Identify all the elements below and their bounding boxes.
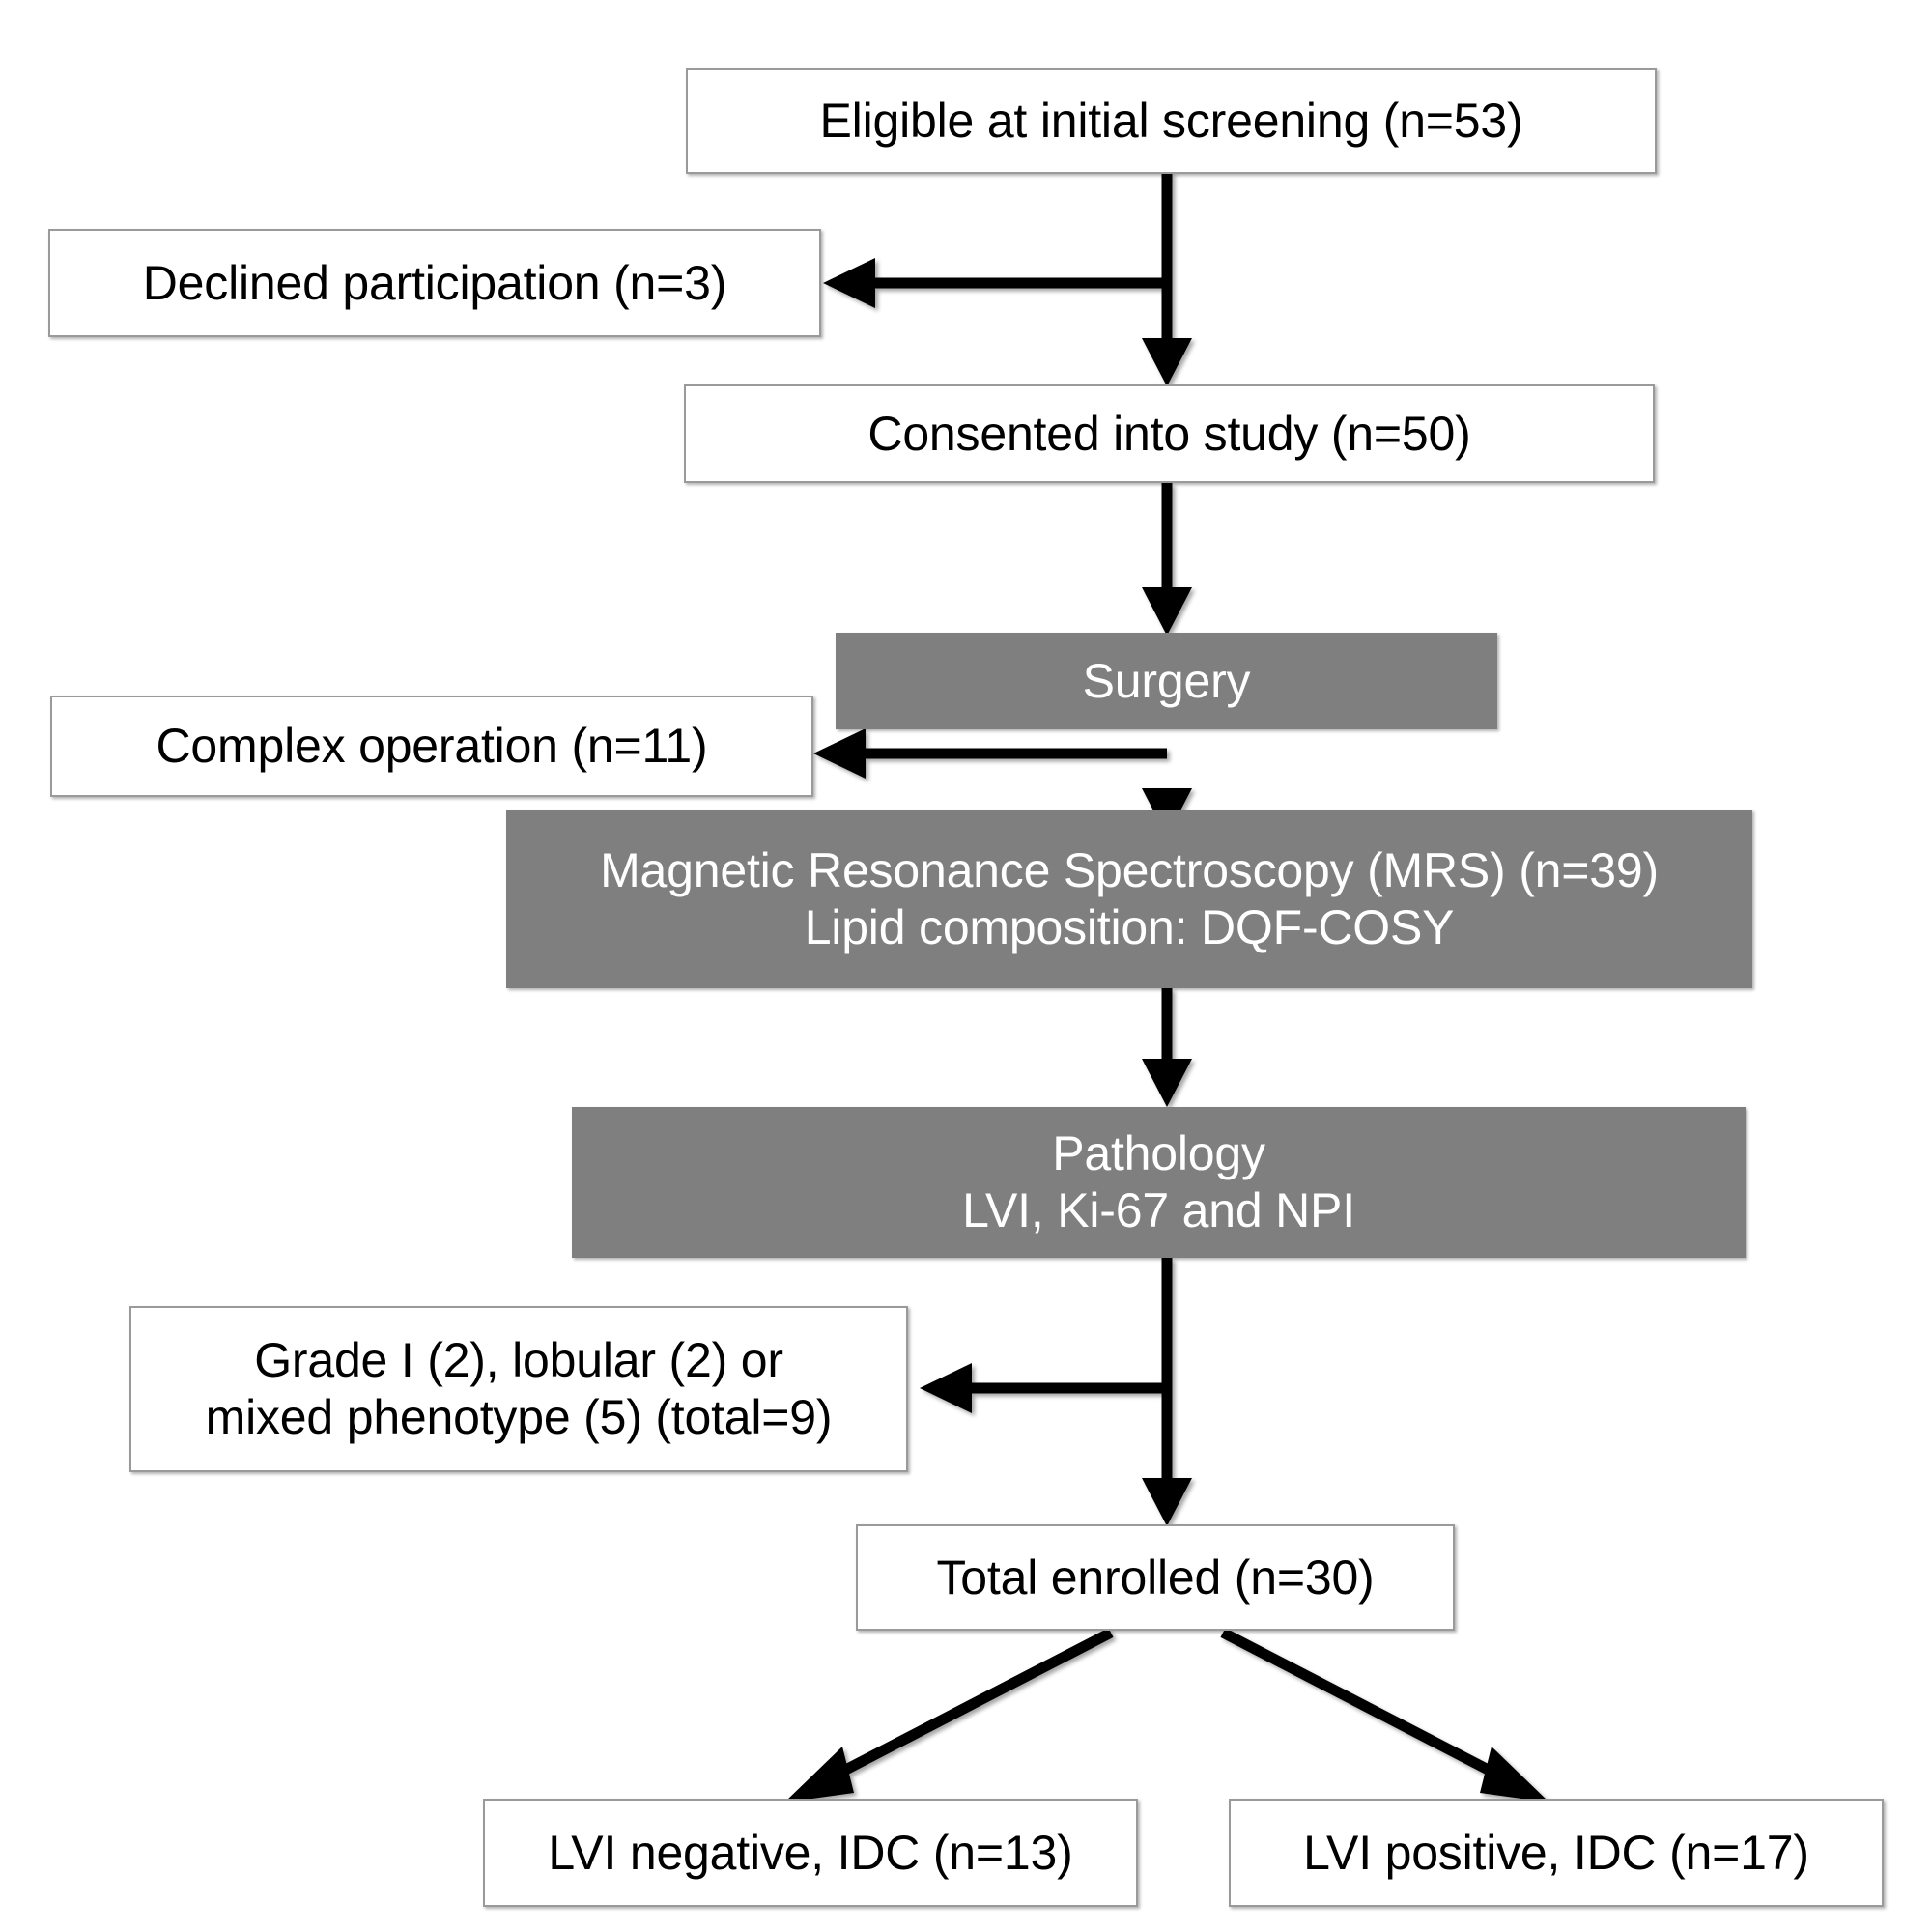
arrowhead-pathology — [1142, 1059, 1192, 1107]
node-pathology[interactable]: Pathology LVI, Ki-67 and NPI — [572, 1107, 1746, 1258]
node-lvi-positive-idc[interactable]: LVI positive, IDC (n=17) — [1229, 1799, 1884, 1907]
node-pathology-line-2: LVI, Ki-67 and NPI — [962, 1183, 1355, 1237]
node-total-enrolled-label: Total enrolled (n=30) — [936, 1549, 1375, 1605]
node-mrs-line-1: Magnetic Resonance Spectroscopy (MRS) (n… — [600, 842, 1659, 897]
node-eligible-at-initial-screening[interactable]: Eligible at initial screening (n=53) — [686, 68, 1657, 174]
node-consented-label: Consented into study (n=50) — [867, 406, 1471, 461]
node-pathology-line-1: Pathology — [1052, 1126, 1265, 1180]
node-excluded-line-1: Grade I (2), lobular (2) or — [254, 1333, 783, 1387]
arrowhead-total-enrolled — [1142, 1478, 1192, 1526]
node-excluded-line-2: mixed phenotype (5) (total=9) — [205, 1390, 833, 1444]
node-magnetic-resonance-spectroscopy[interactable]: Magnetic Resonance Spectroscopy (MRS) (n… — [506, 810, 1752, 988]
edge-total-to-lvi-positive — [1220, 1628, 1506, 1782]
arrowhead-complex-operation — [813, 728, 866, 779]
node-surgery[interactable]: Surgery — [836, 633, 1497, 729]
arrowhead-consented — [1142, 338, 1192, 386]
arrowhead-surgery — [1142, 587, 1192, 636]
node-lvi-negative-idc[interactable]: LVI negative, IDC (n=13) — [483, 1799, 1138, 1907]
arrowhead-lvi-negative — [784, 1747, 854, 1803]
node-total-enrolled[interactable]: Total enrolled (n=30) — [856, 1524, 1455, 1631]
node-declined-participation[interactable]: Declined participation (n=3) — [48, 229, 821, 337]
node-complex-operation[interactable]: Complex operation (n=11) — [50, 696, 813, 797]
arrowhead-lvi-positive — [1480, 1747, 1549, 1803]
node-consented-into-study[interactable]: Consented into study (n=50) — [684, 384, 1655, 483]
node-surgery-label: Surgery — [1082, 653, 1251, 708]
node-lvi-negative-label: LVI negative, IDC (n=13) — [548, 1825, 1073, 1880]
node-eligible-label: Eligible at initial screening (n=53) — [819, 93, 1523, 148]
arrowhead-declined — [823, 258, 875, 308]
node-complex-operation-label: Complex operation (n=11) — [156, 719, 708, 773]
node-excluded-grade-lobular-mixed[interactable]: Grade I (2), lobular (2) or mixed phenot… — [129, 1306, 908, 1472]
node-declined-label: Declined participation (n=3) — [142, 255, 727, 310]
node-mrs-line-2: Lipid composition: DQF-COSY — [804, 899, 1455, 954]
edge-total-to-lvi-negative — [828, 1628, 1114, 1782]
arrowhead-excluded — [920, 1363, 972, 1413]
node-lvi-positive-label: LVI positive, IDC (n=17) — [1303, 1825, 1809, 1880]
